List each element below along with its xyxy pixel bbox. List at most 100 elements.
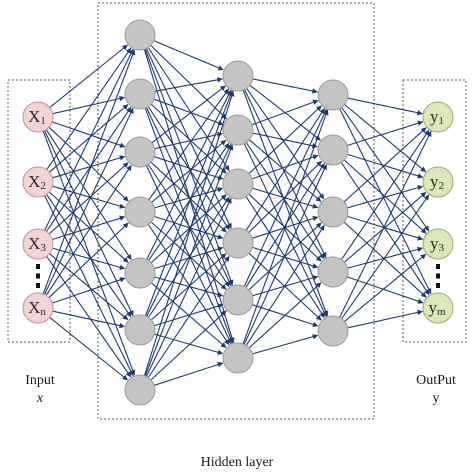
hidden-1-node-1	[124, 78, 156, 110]
edge-2-5-2	[245, 224, 325, 346]
edge-0-2-3	[52, 215, 126, 241]
hidden-2-node-3	[222, 227, 254, 259]
edge-0-2-6	[46, 255, 132, 378]
edge-2-5-0	[242, 109, 329, 345]
edge-1-2-1	[154, 131, 223, 150]
edge-1-4-0	[146, 89, 232, 260]
hidden-1-node-3	[124, 196, 156, 228]
output-node-symbol-0: y	[430, 107, 439, 126]
edge-1-1-1	[153, 98, 224, 126]
input-ellipsis-dot-0	[36, 264, 40, 269]
edge-3-1-0	[347, 120, 424, 147]
input-node-1	[22, 166, 54, 198]
hidden-2-node-0	[222, 60, 254, 92]
edge-0-0-1	[52, 95, 125, 115]
edge-2-3-0	[245, 108, 325, 231]
edge-0-3-0	[42, 49, 136, 295]
output-node-1	[422, 166, 454, 198]
output-node-subscript-2: 3	[439, 242, 445, 254]
output-node-2	[422, 228, 454, 260]
edge-1-0-1	[150, 45, 227, 120]
edge-1-2-3	[150, 161, 227, 233]
edge-2-1-3	[245, 142, 325, 260]
output-node-symbol-3: y	[428, 298, 437, 317]
edge-0-3-3	[48, 222, 129, 299]
output-node-label-3: ym	[428, 298, 446, 318]
input-node-label-3: Xn	[28, 298, 46, 318]
hidden-3-node-1	[317, 134, 349, 166]
output-node-symbol-2: y	[430, 234, 439, 253]
edge-0-2-5	[49, 253, 129, 321]
input-node-2	[22, 228, 54, 260]
input-ellipsis-dot-1	[36, 273, 40, 279]
edge-1-5-5	[154, 333, 224, 355]
edge-0-3-1	[44, 107, 134, 295]
hidden-3-node-0	[317, 79, 349, 111]
edge-1-5-1	[146, 143, 232, 317]
edge-0-0-0	[49, 44, 128, 109]
edge-2-1-4	[243, 143, 327, 317]
edge-0-0-2	[52, 121, 126, 148]
edge-2-5-3	[248, 282, 322, 349]
edge-1-4-2	[150, 194, 227, 264]
edge-2-4-1	[245, 163, 325, 288]
edge-3-4-1	[341, 194, 430, 320]
edge-3-4-3	[347, 309, 423, 329]
edge-1-2-4	[147, 164, 230, 288]
output-node-subscript-0: 1	[439, 115, 445, 127]
edge-2-2-0	[248, 105, 322, 175]
edge-3-3-1	[344, 191, 427, 263]
edge-1-3-5	[147, 224, 230, 346]
hidden-1-node-4	[124, 257, 156, 289]
edge-2-1-2	[249, 139, 322, 202]
hidden-1-node-2	[124, 136, 156, 168]
hidden-3-node-2	[317, 196, 349, 228]
input-node-subscript-0: 1	[40, 115, 46, 127]
edge-0-1-2	[52, 155, 126, 179]
hidden-1-node-5	[124, 314, 156, 346]
edge-3-4-0	[339, 130, 432, 318]
edge-2-2-1	[251, 154, 319, 180]
edge-0-3-4	[52, 277, 126, 304]
edge-1-6-0	[143, 90, 235, 376]
output-node-label-0: y1	[430, 107, 444, 127]
output-node-subscript-3: m	[437, 306, 446, 318]
input-node-3	[22, 292, 54, 324]
hidden-1-node-6	[124, 374, 156, 406]
output-sub-caption: y	[433, 391, 440, 406]
input-node-symbol-1: X	[28, 172, 40, 191]
edge-0-0-6	[42, 130, 136, 376]
edge-0-1-6	[44, 195, 134, 377]
hidden-1-node-0	[124, 19, 156, 51]
output-node-subscript-1: 2	[439, 180, 445, 192]
edge-3-2-1	[347, 185, 424, 209]
input-caption: Input	[25, 373, 55, 388]
edge-1-2-0	[151, 85, 226, 144]
edge-3-1-1	[347, 153, 424, 179]
edge-2-3-1	[248, 160, 322, 233]
edge-3-3-0	[340, 129, 430, 260]
input-node-symbol-0: X	[28, 107, 40, 126]
edge-0-3-6	[49, 316, 128, 381]
edge-3-4-2	[344, 253, 427, 322]
edge-1-6-4	[150, 310, 227, 381]
edge-1-6-5	[154, 361, 224, 386]
edge-0-3-5	[52, 310, 125, 329]
hidden-2-node-1	[222, 114, 254, 146]
edge-2-0-3	[244, 89, 327, 259]
edge-1-0-4	[144, 48, 234, 286]
edge-1-3-4	[150, 221, 227, 290]
edge-2-4-2	[248, 222, 322, 291]
edge-1-1-0	[154, 77, 223, 92]
edge-0-0-4	[45, 129, 132, 261]
input-node-subscript-1: 2	[40, 180, 46, 192]
output-ellipsis-dot-0	[436, 264, 440, 269]
edge-2-5-1	[243, 164, 327, 345]
edge-3-3-3	[347, 276, 424, 304]
connection-edges	[42, 40, 432, 386]
edge-1-5-2	[147, 196, 230, 318]
output-layer-box	[402, 79, 467, 343]
input-node-subscript-2: 3	[40, 242, 46, 254]
